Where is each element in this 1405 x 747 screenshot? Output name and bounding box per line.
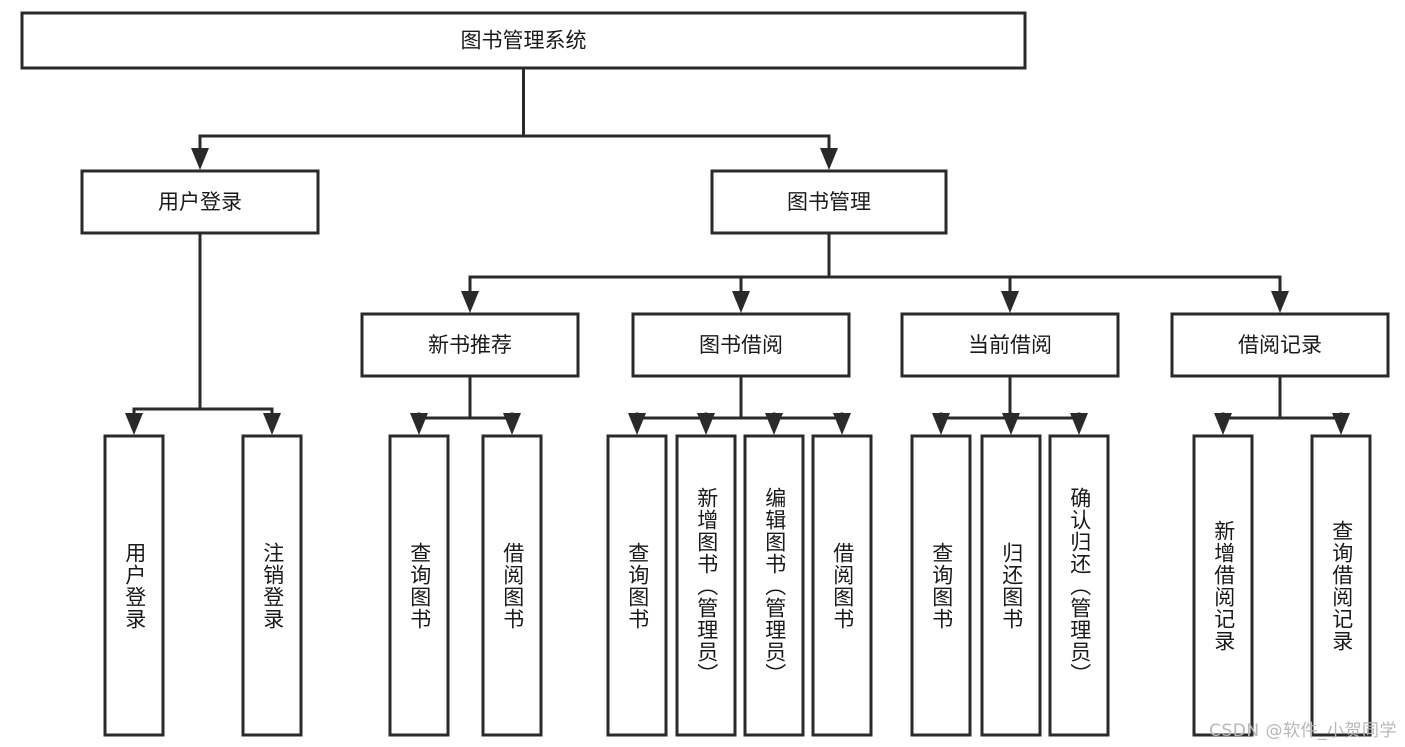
node-label-current-borrow: 当前借阅	[968, 333, 1052, 357]
arrow-head-icon	[1002, 413, 1020, 435]
connector-lines	[125, 66, 1350, 435]
arrow-head-icon	[833, 413, 851, 435]
node-box-book-manage[interactable]	[710, 169, 948, 235]
node-label-user-login: 用户登录	[158, 190, 242, 214]
arrow-head-icon	[628, 413, 646, 435]
node-box-leaf-query-book-3[interactable]	[910, 434, 972, 737]
node-label-new-book-recommend: 新书推荐	[428, 333, 512, 357]
arrow-head-icon	[697, 413, 715, 435]
node-box-leaf-query-record[interactable]	[1310, 434, 1372, 737]
node-box-leaf-confirm-return[interactable]	[1048, 434, 1110, 737]
arrow-head-icon	[125, 413, 143, 435]
node-box-leaf-query-book-2[interactable]	[606, 434, 668, 737]
node-box-root[interactable]	[20, 11, 1027, 70]
arrow-head-icon	[1070, 413, 1088, 435]
arrow-head-icon	[765, 413, 783, 435]
csdn-watermark: CSDN @软件_小贺同学	[1209, 721, 1397, 741]
arrow-head-icon	[1332, 413, 1350, 435]
node-box-leaf-borrow-book-2[interactable]	[811, 434, 873, 737]
node-boxes	[20, 11, 1390, 737]
node-box-leaf-edit-book[interactable]	[743, 434, 805, 737]
node-label-book-borrow: 图书借阅	[699, 333, 783, 357]
node-box-user-login[interactable]	[80, 169, 320, 235]
node-box-current-borrow[interactable]	[900, 312, 1120, 378]
arrow-head-icon	[1214, 413, 1232, 435]
node-box-leaf-logout[interactable]	[241, 434, 303, 737]
arrow-head-icon	[191, 148, 209, 170]
node-box-new-book-recommend[interactable]	[360, 312, 580, 378]
node-box-leaf-return-book[interactable]	[980, 434, 1042, 737]
node-box-leaf-user-login[interactable]	[103, 434, 165, 737]
node-label-book-manage: 图书管理	[787, 190, 871, 214]
node-box-leaf-add-book[interactable]	[675, 434, 737, 737]
arrow-head-icon	[732, 291, 750, 313]
arrow-head-icon	[461, 291, 479, 313]
node-box-leaf-borrow-book-1[interactable]	[481, 434, 543, 737]
node-box-leaf-add-record[interactable]	[1192, 434, 1254, 737]
node-label-borrow-record: 借阅记录	[1238, 333, 1322, 357]
arrow-head-icon	[932, 413, 950, 435]
arrow-head-icon	[1271, 291, 1289, 313]
node-label-root: 图书管理系统	[461, 29, 587, 53]
arrow-head-icon	[503, 413, 521, 435]
arrow-head-icon	[263, 413, 281, 435]
node-box-leaf-query-book-1[interactable]	[388, 434, 450, 737]
node-box-borrow-record[interactable]	[1170, 312, 1390, 378]
arrow-head-icon	[1001, 291, 1019, 313]
arrow-head-icon	[820, 148, 838, 170]
arrow-head-icon	[410, 413, 428, 435]
node-box-book-borrow[interactable]	[631, 312, 851, 378]
